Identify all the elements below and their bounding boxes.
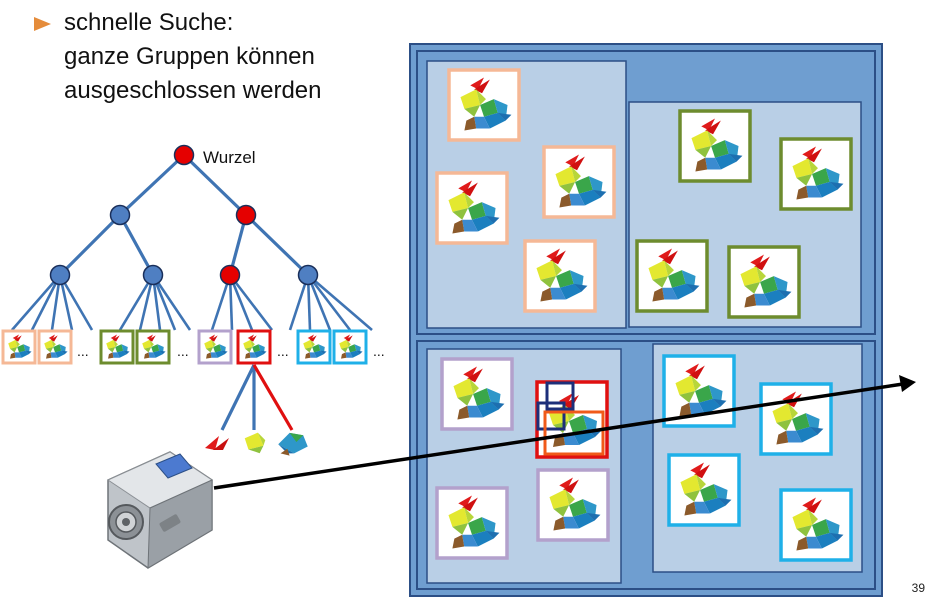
- panel-image-tile: [667, 453, 741, 527]
- bullet-arrow-icon: [34, 17, 51, 31]
- leaf-parts: [205, 364, 308, 456]
- panel-image-tile: [435, 171, 509, 245]
- panel-image-tile: [523, 239, 597, 313]
- rabbit-head-icon: [244, 432, 266, 454]
- tree-edge: [118, 153, 186, 217]
- panel-image-tile: [635, 239, 709, 313]
- leaf-image: [1, 329, 37, 365]
- ellipsis: ...: [177, 343, 189, 359]
- bullet-line-1: schnelle Suche:: [64, 9, 234, 36]
- tree-edge: [228, 274, 274, 331]
- leaf-image: [236, 329, 272, 365]
- tree-node: [142, 264, 164, 286]
- tree-node: [219, 264, 241, 286]
- panel-image-tile: [759, 382, 833, 456]
- tree-edge: [30, 274, 62, 331]
- rabbit-ears-icon: [205, 436, 229, 450]
- panel-image-tile: [542, 145, 616, 219]
- tree-root-node: [173, 144, 195, 166]
- tree-edge: [118, 274, 155, 331]
- root-label: Wurzel: [203, 148, 256, 167]
- tree: [11, 144, 373, 331]
- ellipsis: ...: [373, 343, 385, 359]
- bullet-line-3: ausgeschlossen werden: [64, 77, 322, 104]
- panel-image-tile: [678, 109, 752, 183]
- tree-leaves: ............: [1, 329, 385, 365]
- tree-node: [109, 204, 131, 226]
- tree-edge: [244, 213, 310, 277]
- ray-arrowhead-icon: [899, 375, 916, 392]
- leaf-image: [197, 329, 233, 365]
- leaf-image: [37, 329, 73, 365]
- part-edge: [220, 364, 256, 431]
- tree-node: [235, 204, 257, 226]
- panel-image-tile: [779, 488, 853, 562]
- panel-image-tile: [435, 486, 509, 560]
- tree-edge: [58, 274, 94, 331]
- page-number: 39: [911, 581, 925, 595]
- query-frame-body: [543, 410, 605, 456]
- panel-image-tile: [440, 357, 514, 431]
- tree-edge: [151, 274, 192, 331]
- tree-edge: [118, 214, 155, 276]
- camera-ray: [213, 382, 904, 490]
- tree-node: [49, 264, 71, 286]
- bullet-text: schnelle Suche: ganze Gruppen können aus…: [64, 6, 322, 108]
- leaf-image: [332, 329, 368, 365]
- tree-edge: [182, 153, 248, 217]
- tree-edge: [228, 214, 248, 276]
- tree-edge: [306, 274, 352, 331]
- query-match-group: [535, 380, 609, 459]
- part-edge-red: [252, 364, 294, 431]
- camera-icon: [106, 451, 214, 569]
- panel-image-tile: [727, 245, 801, 319]
- rabbit-body-icon: [278, 432, 308, 456]
- tree-edge: [11, 274, 61, 331]
- ellipsis: ...: [277, 343, 289, 359]
- tree-node: [297, 264, 319, 286]
- query-frame-head: [536, 401, 566, 431]
- leaf-image: [296, 329, 332, 365]
- query-frame-ears: [545, 381, 575, 411]
- tree-edge: [58, 213, 122, 277]
- panel-image-tile: [536, 468, 610, 542]
- bullet-line-2: ganze Gruppen können: [64, 43, 315, 70]
- tree-edge: [307, 274, 373, 331]
- leaf-image: [135, 329, 171, 365]
- panel-image-tile: [779, 137, 853, 211]
- ellipsis: ...: [77, 343, 89, 359]
- leaf-image: [99, 329, 135, 365]
- panel-image-tile: [447, 68, 521, 142]
- panel-image-tiles: [435, 68, 853, 562]
